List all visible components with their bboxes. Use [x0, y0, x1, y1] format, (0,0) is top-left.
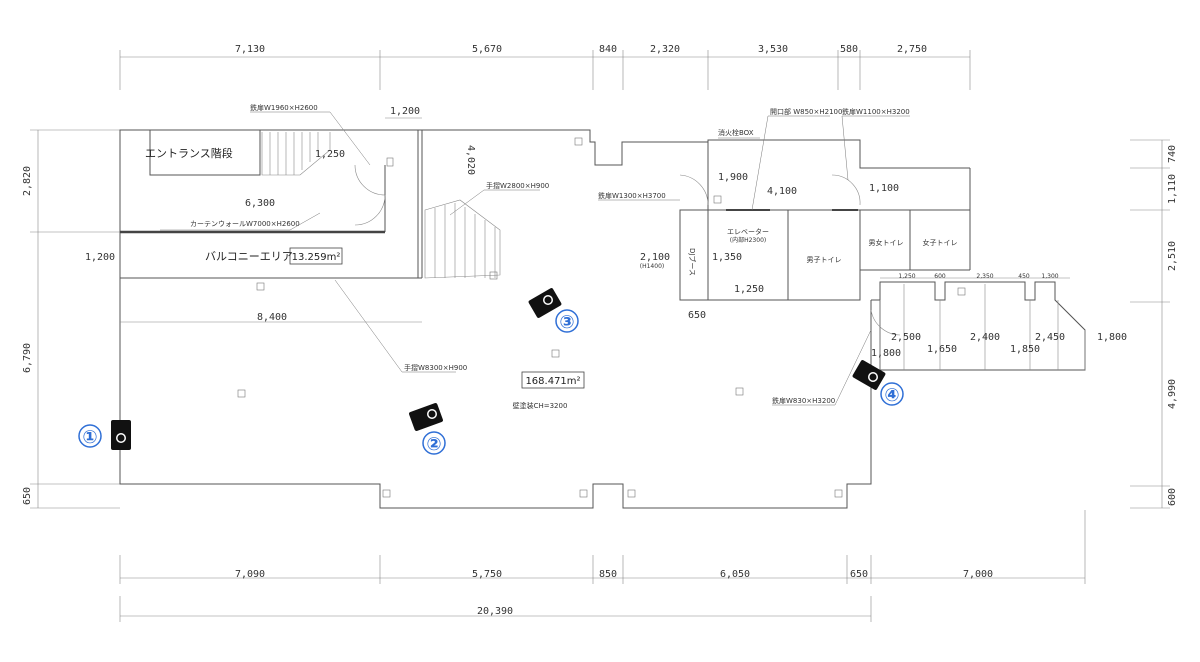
outlet-markers [237, 137, 966, 498]
right-dimension-chain: 740 1,110 2,510 4,990 600 [1130, 139, 1178, 509]
dim-2450: 2,450 [1035, 332, 1065, 343]
dim-650: 650 [688, 310, 706, 321]
top-dim-2: 5,670 [472, 44, 502, 55]
dj-height-note: (H1400) [640, 263, 664, 270]
note-door-4: 鉄扉W830×H3200 [772, 396, 835, 405]
right-dim-1: 740 [1167, 145, 1178, 163]
right-dim-2: 1,110 [1167, 174, 1178, 204]
camera-4-label: ④ [884, 385, 899, 406]
room-unisex-toilet: 男女トイレ [869, 238, 904, 247]
dim-6300: 6,300 [245, 198, 275, 209]
right-dim-5: 600 [1167, 488, 1178, 506]
note-hydrant: 消火栓BOX [718, 128, 754, 137]
note-curtain-wall: カーテンウォールW7000×H2600 [190, 220, 300, 228]
left-dim-3: 650 [22, 487, 33, 505]
camera-1: ① [78, 420, 131, 450]
wall-height-note: 壁塗装CH=3200 [513, 401, 568, 410]
step-dim-1250: 1,250 [898, 273, 915, 280]
top-dim-7: 2,750 [897, 44, 927, 55]
step-dim-1300: 1,300 [1041, 273, 1058, 280]
bottom-total-dim: 20,390 [477, 606, 513, 617]
dim-1200-left: 1,200 [85, 252, 115, 263]
dim-1100: 1,100 [869, 183, 899, 194]
dim-1250-top: 1,250 [315, 149, 345, 160]
bottom-dim-4: 6,050 [720, 569, 750, 580]
room-balcony: バルコニーエリア [205, 250, 293, 263]
dim-4100: 4,100 [767, 186, 797, 197]
dim-2400: 2,400 [970, 332, 1000, 343]
top-dim-1: 7,130 [235, 44, 265, 55]
right-dim-4: 4,990 [1167, 379, 1178, 409]
top-dim-5: 3,530 [758, 44, 788, 55]
room-dj-booth: DJブース [688, 248, 697, 276]
dim-1200-top: 1,200 [390, 106, 420, 117]
top-dimension-chain: 7,130 5,670 840 2,320 3,530 580 2,750 [119, 44, 971, 90]
left-dim-1: 2,820 [22, 166, 33, 196]
bottom-dim-6: 7,000 [963, 569, 993, 580]
room-mens-toilet: 男子トイレ [807, 256, 842, 264]
camera-4: ④ [852, 360, 904, 406]
bottom-dimension-chain: 7,090 5,750 850 6,050 650 7,000 20,390 [119, 510, 1086, 622]
camera-3-label: ③ [559, 312, 574, 333]
right-dim-3: 2,510 [1167, 241, 1178, 271]
step-dim-2350: 2,350 [976, 273, 993, 280]
dim-2500: 2,500 [891, 332, 921, 343]
note-rail-2: 手摺W8300×H900 [404, 363, 467, 372]
top-dim-3: 840 [599, 44, 617, 55]
dim-1900: 1,900 [718, 172, 748, 183]
note-opening: 開口部 W850×H2100 [770, 107, 842, 116]
dim-1800-inner: 1,800 [871, 348, 901, 359]
camera-2-label: ② [426, 434, 441, 455]
bottom-dim-3: 850 [599, 569, 617, 580]
room-entrance-stairs: エントランス階段 [145, 146, 233, 160]
camera-3: ③ [528, 288, 579, 333]
note-door-1: 鉄扉W1960×H2600 [250, 103, 318, 112]
elevator-height-note: (内部H2300) [730, 236, 766, 244]
dim-1850: 1,850 [1010, 344, 1040, 355]
note-door-3: 鉄扉W1100×H3200 [842, 107, 910, 116]
room-elevator: エレベーター [727, 227, 769, 236]
dim-4020: 4,020 [465, 145, 476, 175]
left-dim-2: 6,790 [22, 343, 33, 373]
bottom-dim-5: 650 [850, 569, 868, 580]
dim-2100: 2,100 [640, 252, 670, 263]
room-womens-toilet: 女子トイレ [923, 238, 958, 247]
step-dim-450: 450 [1018, 273, 1030, 280]
note-door-2: 鉄扉W1300×H3700 [598, 191, 666, 200]
balcony-area: 13.259m² [292, 252, 341, 263]
main-hall-area: 168.471m² [525, 376, 580, 387]
step-dim-600: 600 [934, 273, 946, 280]
bottom-dim-1: 7,090 [235, 569, 265, 580]
inner-dimensions: 1,200 1,250 4,020 6,300 1,200 8,400 1,90… [85, 106, 1127, 370]
bottom-dim-2: 5,750 [472, 569, 502, 580]
camera-2: ② [409, 403, 446, 455]
dim-1250-right: 1,250 [734, 284, 764, 295]
dim-8400: 8,400 [257, 312, 287, 323]
door-swings [354, 164, 901, 336]
camera-1-label: ① [82, 427, 97, 448]
note-rail-1: 手摺W2800×H900 [486, 181, 549, 190]
top-dim-4: 2,320 [650, 44, 680, 55]
left-dimension-chain: 2,820 6,790 650 [22, 129, 120, 509]
dim-1650: 1,650 [927, 344, 957, 355]
building-walls [119, 129, 1086, 509]
top-dim-6: 580 [840, 44, 858, 55]
dim-1350: 1,350 [712, 252, 742, 263]
dim-1800-right: 1,800 [1097, 332, 1127, 343]
